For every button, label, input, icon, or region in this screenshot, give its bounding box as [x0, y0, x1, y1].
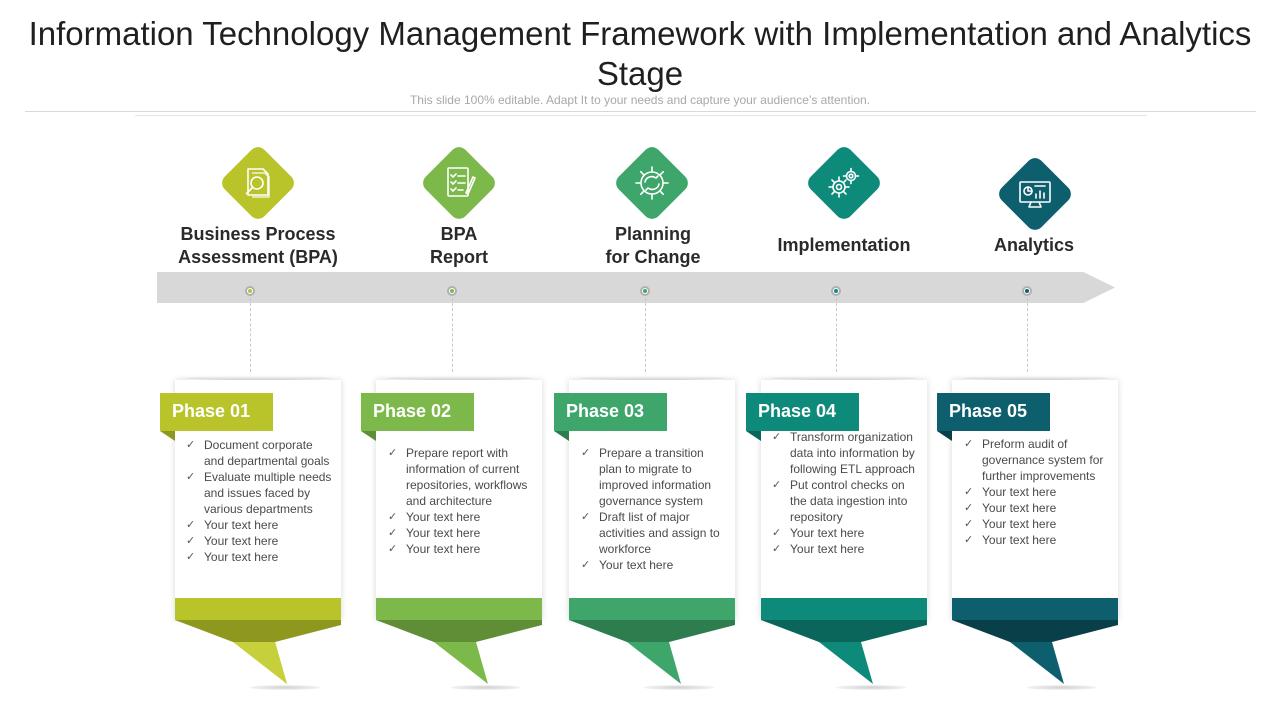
list-item: Your text here: [184, 533, 336, 549]
tag-fold: [554, 431, 569, 441]
phase-tag-1: Phase 01: [160, 393, 273, 431]
stage-2-label: BPA Report: [430, 224, 488, 267]
slide-subtitle: This slide 100% editable. Adapt It to yo…: [409, 93, 871, 107]
timeline-dot: [447, 286, 457, 296]
list-item: Prepare report with information of curre…: [386, 445, 536, 509]
stage-2-icon-tile: [419, 143, 499, 223]
list-item: Your text here: [184, 549, 336, 565]
timeline-dot: [245, 286, 255, 296]
shadow: [644, 685, 714, 690]
gear-cycle-icon: [635, 166, 669, 200]
list-item: Your text here: [386, 541, 536, 557]
list-item: Your text here: [579, 557, 727, 573]
stage-1-label: Business Process Assessment (BPA): [178, 224, 338, 267]
connector-line: [645, 298, 646, 372]
stage-5-label: Analytics: [993, 235, 1075, 255]
shadow: [1027, 685, 1097, 690]
phase-ribbon-4: [761, 620, 927, 684]
list-item: Evaluate multiple needs and issues faced…: [184, 469, 336, 517]
phase-5-bullets: Preform audit of governance system for f…: [962, 436, 1112, 548]
list-item: Your text here: [386, 525, 536, 541]
list-item: Document corporate and departmental goal…: [184, 437, 336, 469]
list-item: Your text here: [386, 509, 536, 525]
shadow: [836, 685, 906, 690]
list-item: Your text here: [184, 517, 336, 533]
tag-fold: [361, 431, 376, 441]
tag-fold: [746, 431, 761, 441]
phase-3-bullets: Prepare a transition plan to migrate to …: [579, 445, 727, 573]
list-item: Prepare a transition plan to migrate to …: [579, 445, 727, 509]
timeline-arrow: [157, 272, 1115, 303]
phase-4-bullets: Transform organization data into informa…: [770, 429, 920, 557]
report-checklist-icon: [447, 167, 476, 197]
phase-ribbon-3: [569, 620, 735, 684]
connector-line: [1027, 298, 1028, 372]
stage-4-icon-tile: [804, 143, 884, 223]
phase-ribbon-5: [952, 620, 1118, 684]
divider: [25, 111, 1256, 112]
phase-tag-3: Phase 03: [554, 393, 667, 431]
shadow: [250, 685, 320, 690]
stage-1-icon-tile: [218, 143, 298, 223]
connector-line: [250, 298, 251, 372]
phase-2-bullets: Prepare report with information of curre…: [386, 445, 536, 557]
list-item: Your text here: [962, 516, 1112, 532]
list-item: Draft list of major activities and assig…: [579, 509, 727, 557]
stage-5-icon-tile: [995, 154, 1075, 234]
list-item: Your text here: [962, 484, 1112, 500]
list-item: Your text here: [770, 525, 920, 541]
connector-line: [452, 298, 453, 372]
divider: [135, 115, 1147, 116]
slide-title: Information Technology Management Framew…: [28, 15, 1252, 92]
tag-fold: [937, 431, 952, 441]
list-item: Preform audit of governance system for f…: [962, 436, 1112, 484]
shadow: [451, 685, 521, 690]
list-item: Put control checks on the data ingestion…: [770, 477, 920, 525]
connector-line: [836, 298, 837, 372]
list-item: Your text here: [962, 532, 1112, 548]
stage-4-label: Implementation: [777, 235, 911, 255]
timeline-dot: [640, 286, 650, 296]
phase-1-bullets: Document corporate and departmental goal…: [184, 437, 336, 565]
monitor-analytics-icon: [1019, 181, 1051, 208]
tag-fold: [160, 431, 175, 441]
phase-tag-4: Phase 04: [746, 393, 859, 431]
timeline-dot: [831, 286, 841, 296]
phase-ribbon-2: [376, 620, 542, 684]
list-item: Your text here: [770, 541, 920, 557]
stage-3-icon-tile: [612, 143, 692, 223]
phase-tag-2: Phase 02: [361, 393, 474, 431]
phase-tag-5: Phase 05: [937, 393, 1050, 431]
timeline-dot: [1022, 286, 1032, 296]
stage-3-label: Planning for Change: [605, 224, 701, 267]
list-item: Your text here: [962, 500, 1112, 516]
document-search-icon: [245, 168, 270, 198]
phase-ribbon-1: [175, 620, 341, 684]
list-item: Transform organization data into informa…: [770, 429, 920, 477]
gears-icon: [828, 167, 860, 198]
